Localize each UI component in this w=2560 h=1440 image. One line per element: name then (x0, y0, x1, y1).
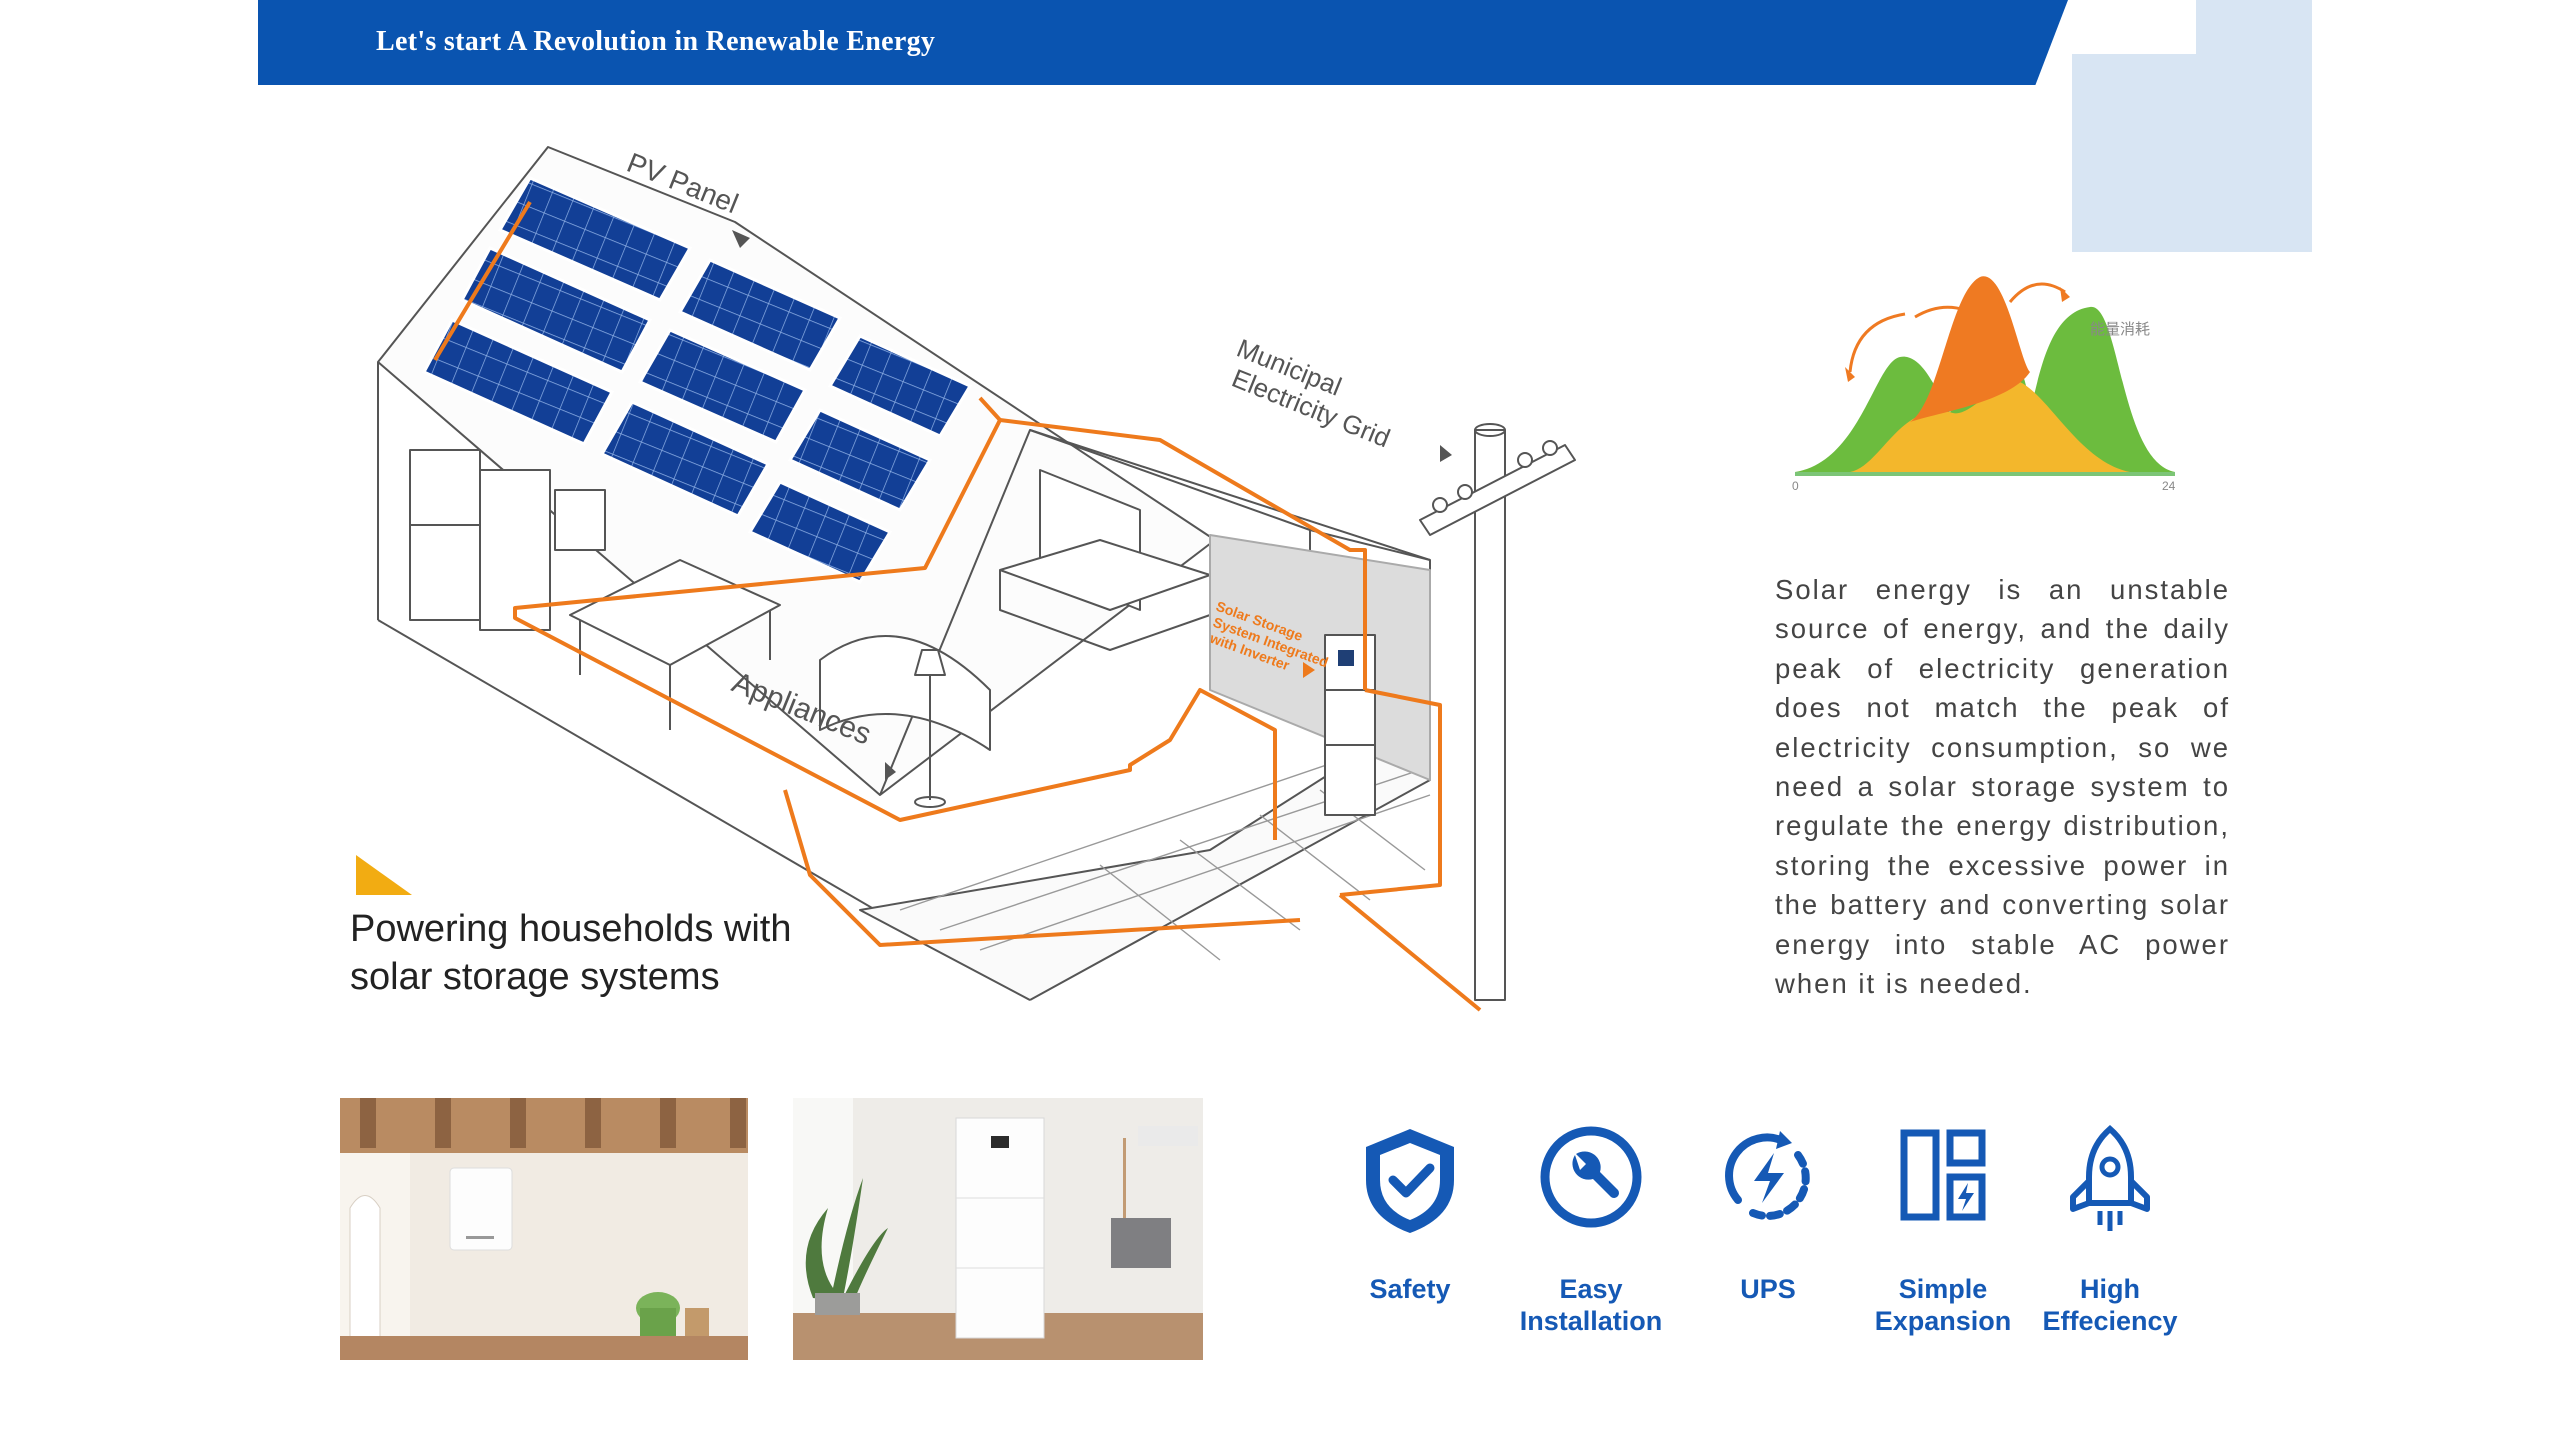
banner-title: Let's start A Revolution in Renewable En… (376, 26, 936, 57)
feature-label-4: Simple (1898, 1274, 1988, 1304)
header-banner: Let's start A Revolution in Renewable En… (258, 0, 2068, 85)
pv-panel (747, 480, 893, 584)
ups-bolt-icon (1725, 1131, 1810, 1220)
energy-x-end: 24 (2162, 479, 2176, 493)
feature-label-1: Safety (1369, 1274, 1451, 1304)
pv-panel (637, 328, 808, 444)
headline: Powering households with solar storage s… (350, 905, 792, 1001)
rocket-icon (2070, 1125, 2150, 1231)
feature-label-2: Easy (1559, 1274, 1623, 1304)
headline-line-1: Powering households with (350, 908, 792, 950)
shield-check-icon (1366, 1129, 1454, 1233)
living-room-photo (340, 1098, 748, 1360)
headline-line-2: solar storage systems (350, 956, 720, 998)
feature-label-5: High (2080, 1274, 2140, 1304)
pv-panel (677, 258, 843, 372)
feature-safety: Safety (1325, 1125, 1495, 1305)
pv-panel (421, 318, 615, 446)
energy-curve-graphic: 能量消耗 0 24 (1792, 276, 2176, 493)
expansion-icon (1900, 1129, 1986, 1221)
triangle-marker-icon (356, 855, 412, 895)
pv-panel (827, 334, 973, 438)
description-text: Solar energy is an unstable source of en… (1775, 574, 2230, 1000)
feature-label-3: UPS (1740, 1274, 1796, 1304)
wrench-icon (1540, 1126, 1642, 1228)
pv-panel (497, 176, 693, 302)
feature-ups: UPS (1683, 1125, 1853, 1305)
house-diagram: PV Panel Municipal Electricity Grid Appl… (377, 146, 1576, 1012)
pv-panel (787, 408, 933, 512)
pv-panel (599, 400, 771, 518)
pv-panel (459, 246, 653, 374)
energy-legend: 能量消耗 (2090, 320, 2150, 338)
storage-unit-photo (793, 1098, 1203, 1360)
energy-x-start: 0 (1792, 479, 1799, 493)
